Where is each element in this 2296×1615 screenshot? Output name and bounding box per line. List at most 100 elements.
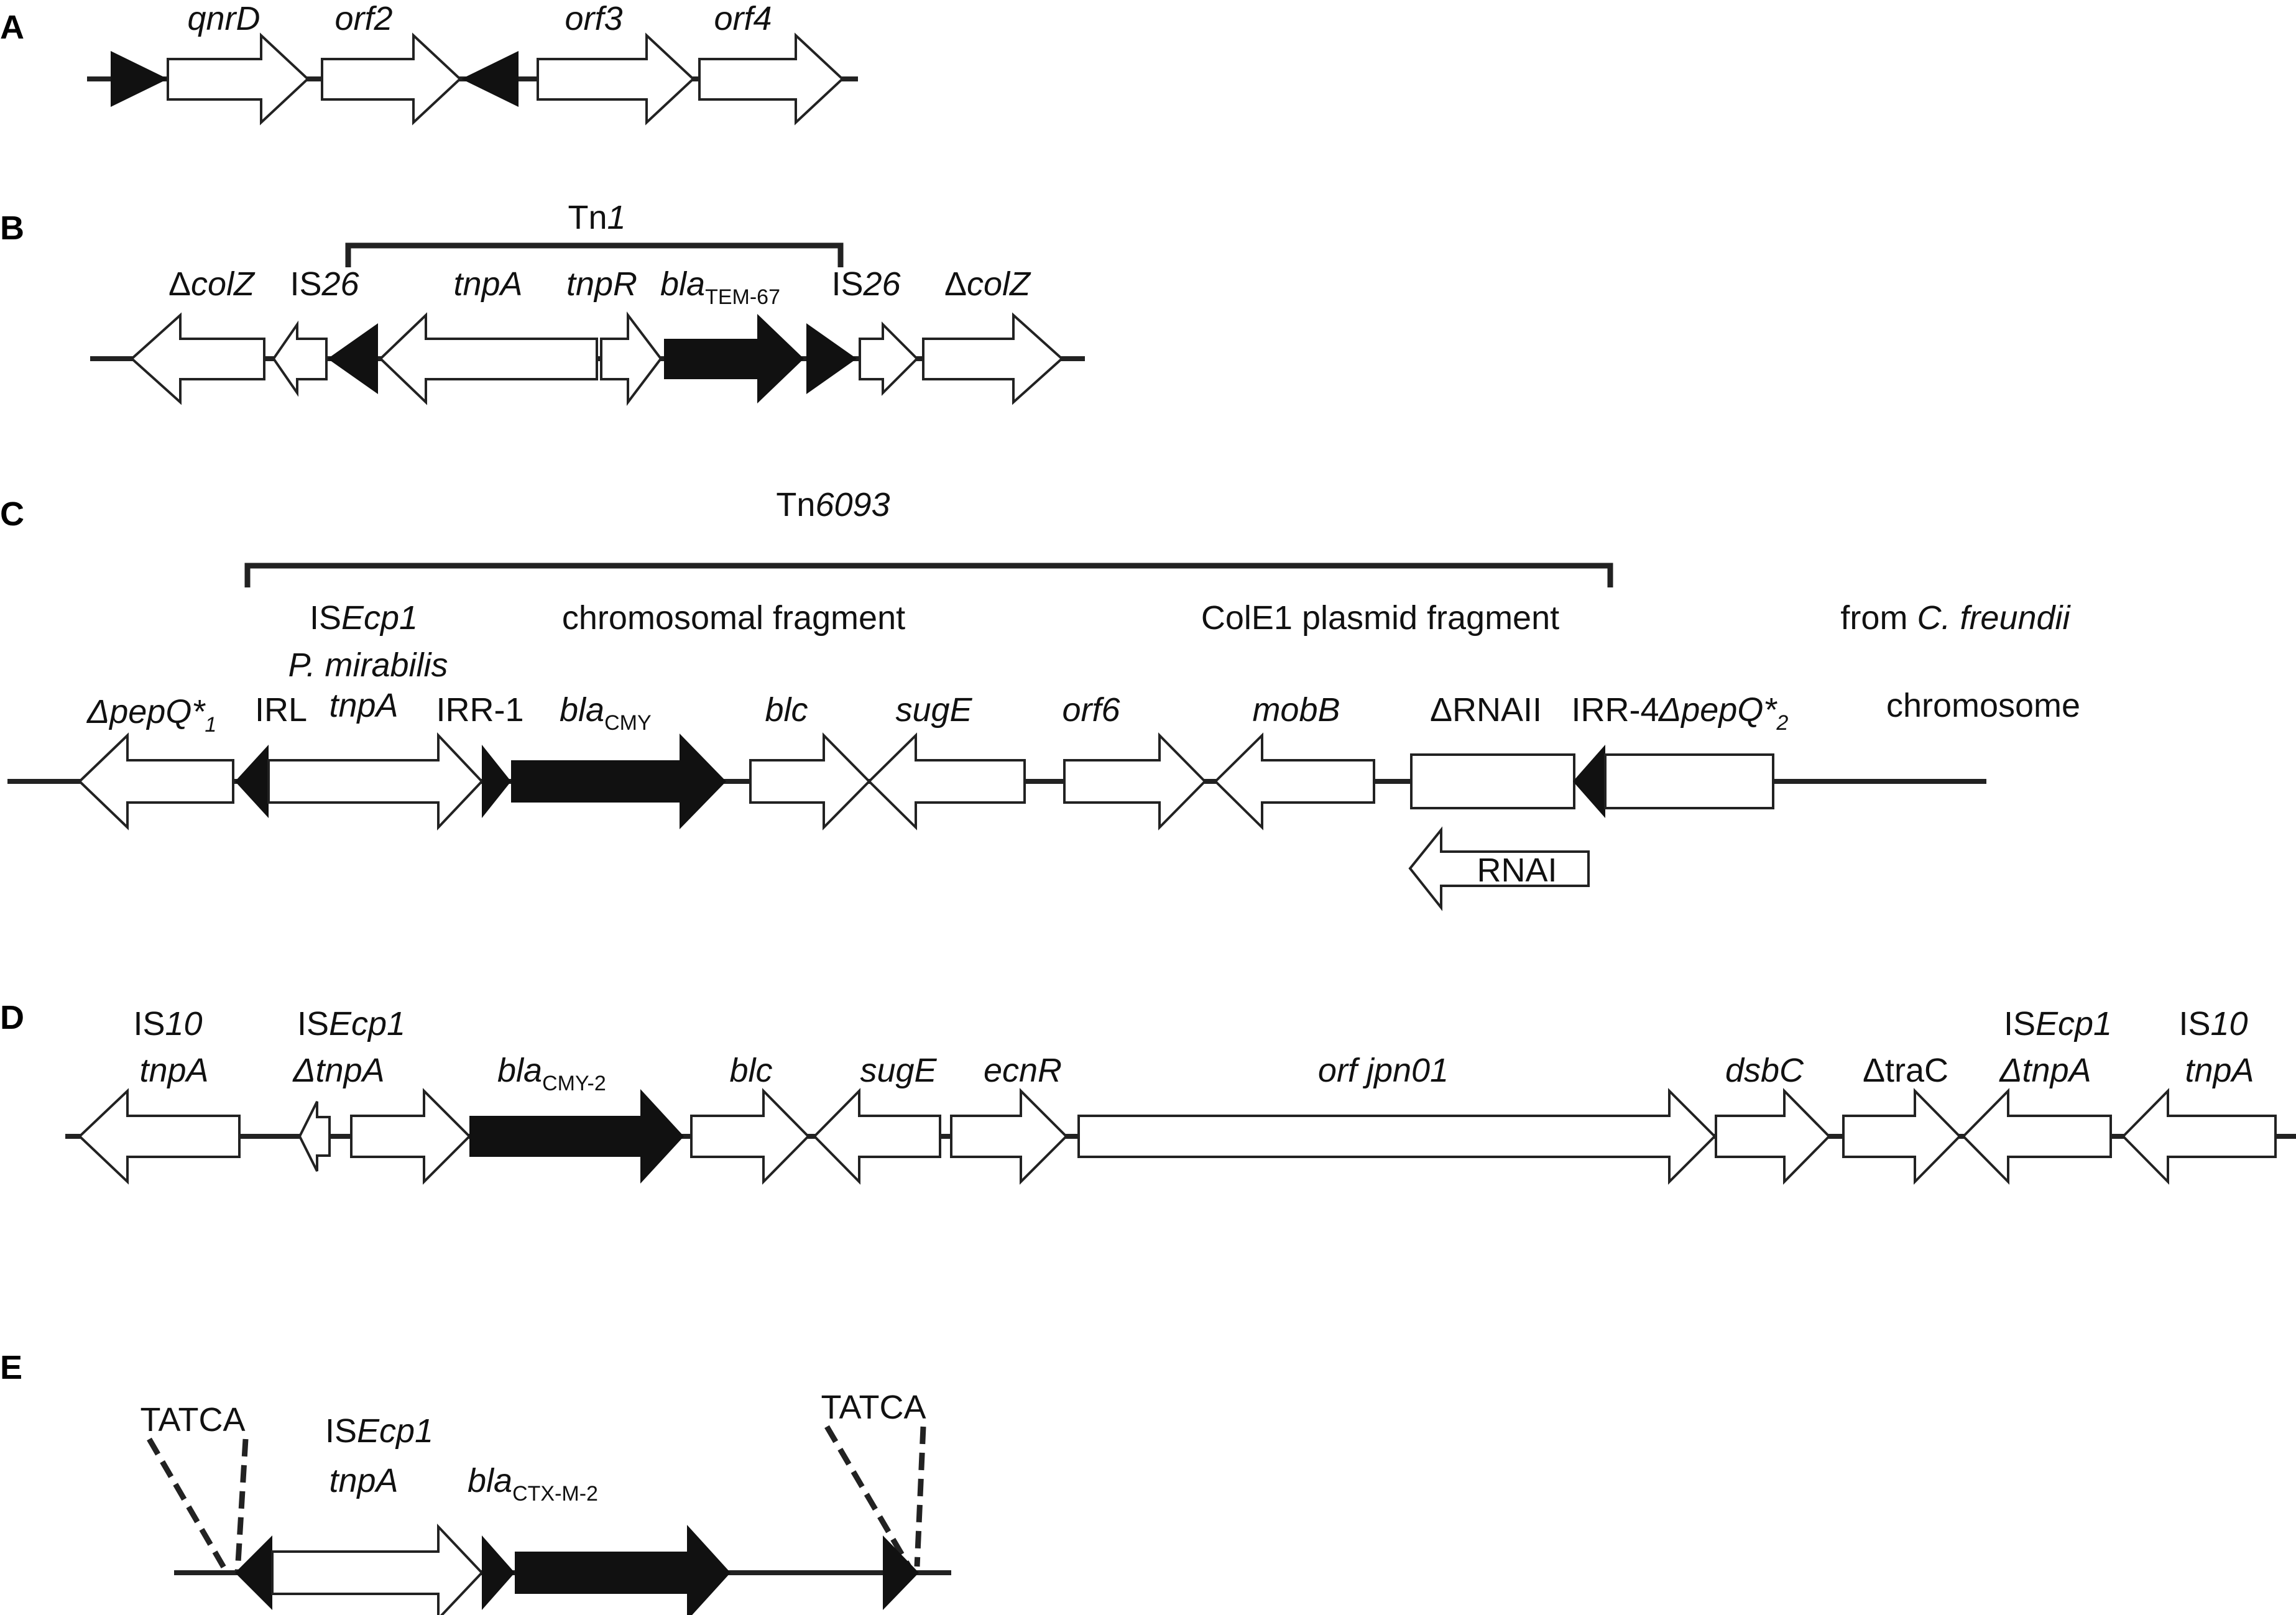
panel-c-rnai-label: RNAI xyxy=(1477,852,1557,889)
panel-e-tatca-left-dash-2 xyxy=(234,1438,249,1573)
panel-b-tnpr-label: tnpR xyxy=(566,265,637,303)
panel-b-colz-right-arrow xyxy=(922,312,1064,405)
panel-b-is26-right-label: IS26 xyxy=(831,265,901,303)
panel-d-ecnr-arrow xyxy=(950,1088,1068,1185)
panel-d-bla-cmy2-arrow xyxy=(469,1089,684,1184)
panel-c-letter: C xyxy=(0,495,24,533)
panel-b-bla-tem-label: blaTEM-67 xyxy=(660,265,780,309)
panel-e-tatca-right-dash-1 xyxy=(824,1425,911,1568)
panel-c-tn6093-bracket xyxy=(244,563,1613,587)
panel-c-rnaii-box xyxy=(1410,753,1575,809)
panel-b-tnpa-label: tnpA xyxy=(453,265,522,303)
panel-b-tn1-bracket xyxy=(345,242,844,267)
panel-c-pepq1-label: ΔpepQ*1 xyxy=(86,693,216,737)
panel-c-pepq1-arrow xyxy=(78,732,234,831)
panel-a-letter: A xyxy=(0,9,24,46)
panel-c-tnpa-arrow xyxy=(267,732,484,831)
panel-d-tnpa-right-label: tnpA xyxy=(2185,1052,2254,1089)
panel-b-ir-right xyxy=(806,323,857,394)
panel-c-tn6093-label: Tn6093 xyxy=(776,486,890,523)
panel-d-isecp1-right-arrow xyxy=(1962,1088,2112,1185)
panel-e-ir-left xyxy=(235,1535,272,1610)
panel-e-tnpa-label: tnpA xyxy=(329,1462,398,1499)
panel-d-is10-tnpa-left-arrow xyxy=(78,1088,241,1185)
panel-e-isecp1-label: ISEcp1 xyxy=(325,1412,433,1450)
panel-a-orf3-arrow xyxy=(537,32,695,126)
panel-c-mobb-arrow xyxy=(1214,732,1375,831)
panel-a-orf2-arrow xyxy=(321,32,462,126)
panel-e-ir-right xyxy=(883,1535,919,1610)
panel-d-orf-jpn01-label: orf jpn01 xyxy=(1318,1052,1449,1089)
panel-c-isecp1-label: ISEcp1 xyxy=(310,599,418,637)
panel-d-trac-arrow xyxy=(1842,1088,1962,1185)
panel-c-rnai-arrow xyxy=(1408,826,1590,911)
panel-d-tnpa-left-label: tnpA xyxy=(139,1052,208,1089)
panel-d-dsbc-arrow xyxy=(1715,1088,1831,1185)
panel-e-tatca-right-dash-2 xyxy=(914,1426,926,1567)
panel-b: B Tn1 ΔcolZ IS26 tnpA tnpR blaTEM-67 IS2… xyxy=(0,199,1085,406)
panel-a-orf4-label: orf4 xyxy=(714,0,772,37)
panel-e-tatca-left-dash-1 xyxy=(147,1437,229,1575)
panel-e-ir-mid xyxy=(482,1535,515,1610)
panel-e-bla-ctx-arrow xyxy=(515,1525,731,1615)
panel-c-irl-label: IRL xyxy=(255,691,307,729)
panel-a-qnrd-arrow xyxy=(167,32,310,126)
panel-a-qnrd-label: qnrD xyxy=(187,0,260,37)
panel-c-blc-label: blc xyxy=(765,691,808,729)
panel-c-rnaii-label: ΔRNAII xyxy=(1430,691,1542,729)
panel-c-bla-cmy-arrow xyxy=(511,734,726,829)
panel-d-is10-left-label: IS10 xyxy=(133,1005,202,1042)
panel-c-irr4-label: IRR-4 xyxy=(1571,691,1659,729)
panel-c-irr4-marker xyxy=(1573,745,1605,818)
panel-d-blc-arrow xyxy=(690,1088,810,1185)
panel-d: D IS10 tnpA ISEcp1 ΔtnpA blaCMY-2 blc su… xyxy=(0,999,2296,1185)
panel-d-orf-jpn01-arrow xyxy=(1077,1088,1717,1185)
panel-c-irr1-marker xyxy=(482,745,511,818)
panel-d-isecp1-right-label: ISEcp1 xyxy=(2004,1005,2112,1042)
panel-d-dtnpa-left-arrow xyxy=(298,1101,331,1172)
panel-d-dsbc-label: dsbC xyxy=(1725,1052,1804,1089)
panel-c-from-species-label: from C. freundii xyxy=(1840,599,2071,637)
panel-d-isecp1-left-label: ISEcp1 xyxy=(297,1005,405,1042)
panel-d-blc-label: blc xyxy=(729,1052,772,1089)
panel-b-bla-tem-arrow xyxy=(664,314,804,403)
panel-c-chromosomal-fragment-label: chromosomal fragment xyxy=(562,599,905,637)
panel-c-pmirabilis-label: P. mirabilis xyxy=(288,646,448,684)
panel-b-is26-left-label: IS26 xyxy=(290,265,359,303)
panel-c-cole1-fragment-label: ColE1 plasmid fragment xyxy=(1201,599,1559,637)
panel-b-colz-left-label: ΔcolZ xyxy=(168,265,256,303)
panel-d-suge-arrow xyxy=(813,1088,941,1185)
panel-c-suge-label: sugE xyxy=(895,691,972,729)
panel-b-colz-left-arrow xyxy=(130,312,265,405)
panel-e: E TATCA TATCA ISEcp1 tnpA blaCTX-M-2 xyxy=(0,1349,951,1615)
panel-a-orf4-arrow xyxy=(698,32,844,126)
panel-d-is10-right-label: IS10 xyxy=(2178,1005,2248,1042)
panel-d-isecp1-left-arrow xyxy=(350,1088,471,1185)
panel-e-letter: E xyxy=(0,1349,22,1386)
panel-a-orf3-label: orf3 xyxy=(565,0,622,37)
panel-d-suge-label: sugE xyxy=(860,1052,937,1089)
panel-c-suge-arrow xyxy=(867,732,1026,831)
panel-e-bla-ctx-label: blaCTX-M-2 xyxy=(468,1462,598,1506)
panel-d-dtnpa-left-label: ΔtnpA xyxy=(292,1052,384,1089)
panel-c-mobb-label: mobB xyxy=(1252,691,1340,729)
panel-c-irl-marker xyxy=(235,745,269,818)
panel-b-is26-right-arrow xyxy=(859,321,919,396)
panel-c-pepq2-box xyxy=(1604,753,1774,809)
panel-e-tatca-right-label: TATCA xyxy=(821,1389,926,1426)
panel-c-irr1-label: IRR-1 xyxy=(436,691,523,729)
panel-b-letter: B xyxy=(0,209,24,247)
panel-c-bla-cmy-label: blaCMY xyxy=(560,691,652,735)
panel-c-orf6-label: orf6 xyxy=(1062,691,1120,729)
panel-d-bla-cmy2-label: blaCMY-2 xyxy=(497,1052,606,1095)
panel-b-tnpa-arrow xyxy=(379,312,598,405)
panel-b-tn1-label: Tn1 xyxy=(568,199,625,236)
panel-c-blc-arrow xyxy=(749,732,871,831)
panel-a-orf2-label: orf2 xyxy=(334,0,392,37)
panel-b-ir-left xyxy=(328,323,378,394)
panel-b-colz-right-label: ΔcolZ xyxy=(944,265,1031,303)
panel-d-trac-label: ΔtraC xyxy=(1863,1052,1948,1089)
panel-a: A qnrD orf2 orf3 orf4 xyxy=(0,0,858,126)
panel-c-pepq2-label: ΔpepQ*2 xyxy=(1657,691,1788,735)
